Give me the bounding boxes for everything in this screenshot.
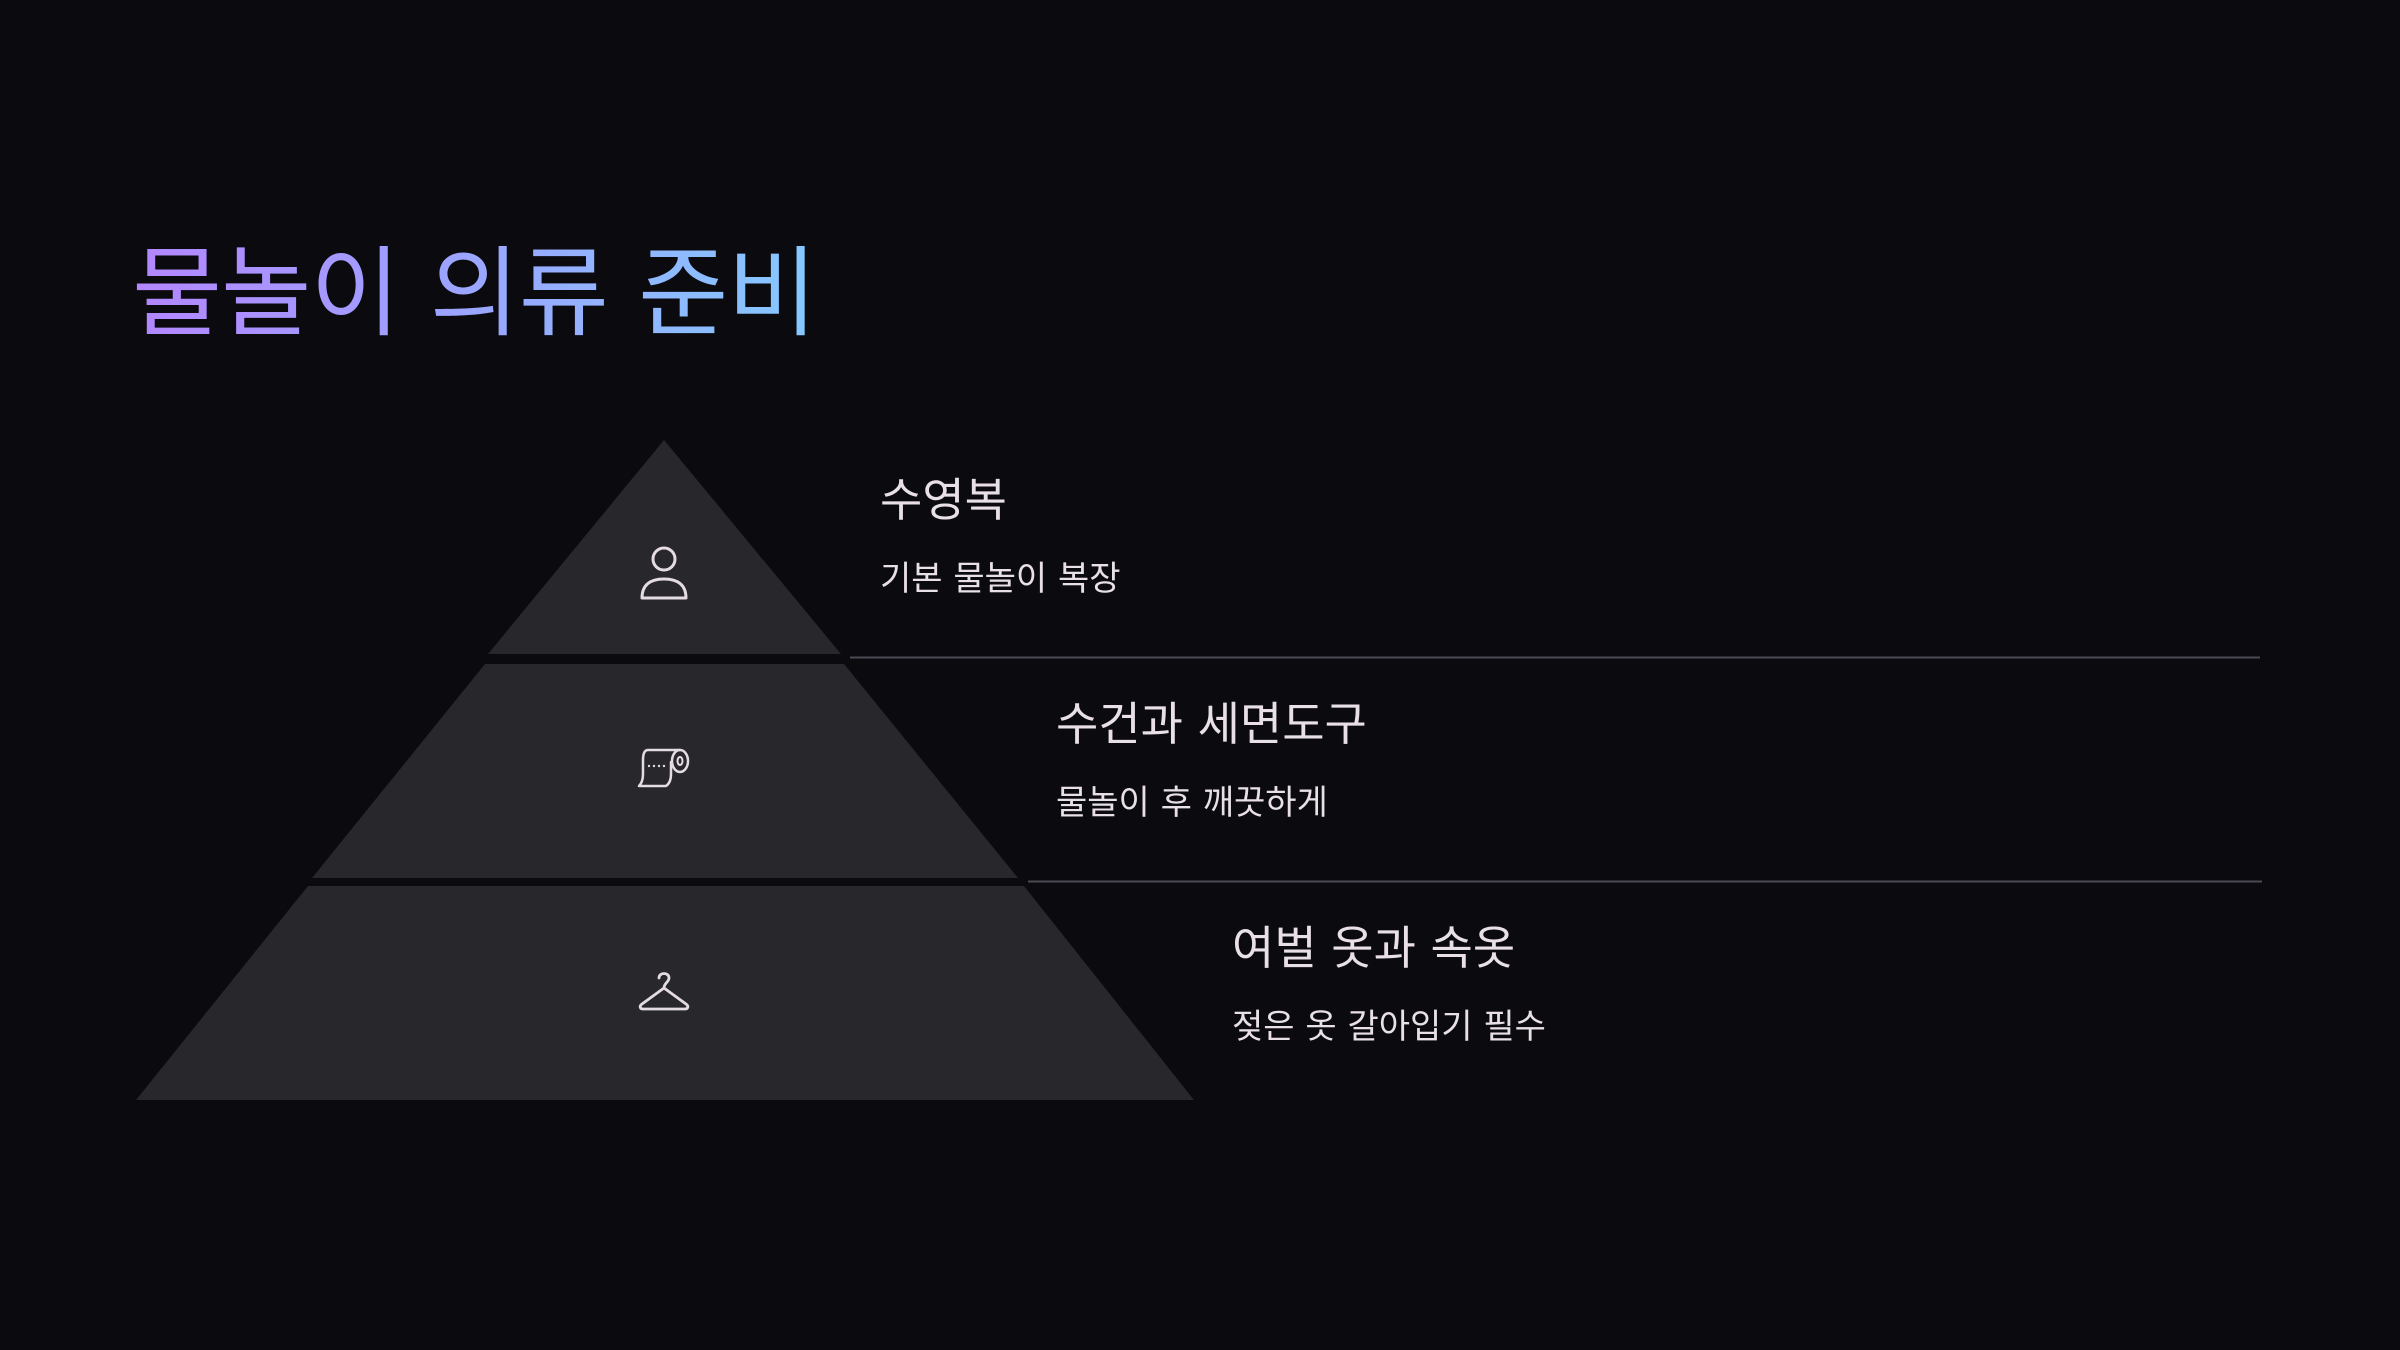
hanger-icon	[638, 972, 690, 1011]
tier-1-subtitle: 기본 물놀이 복장	[880, 559, 1121, 599]
tier-2-label: 수건과 세면도구 물놀이 후 깨끗하게	[1056, 696, 1367, 824]
pyramid-tier-2	[312, 664, 1018, 878]
page-title: 물놀이 의류 준비	[132, 236, 817, 354]
tier-2-heading: 수건과 세면도구	[1056, 697, 1367, 751]
tier-1-heading: 수영복	[880, 473, 1007, 527]
tier-1-label: 수영복 기본 물놀이 복장	[880, 472, 1121, 600]
person-icon	[640, 546, 688, 600]
tier-3-subtitle: 젖은 옷 갈아입기 필수	[1232, 1007, 1546, 1047]
tier-3-label: 여벌 옷과 속옷 젖은 옷 갈아입기 필수	[1232, 920, 1546, 1048]
tier-2-subtitle: 물놀이 후 깨끗하게	[1056, 783, 1328, 823]
pyramid-tier-3	[136, 886, 1194, 1100]
toilet-paper-roll-icon	[637, 748, 690, 788]
tier-3-heading: 여벌 옷과 속옷	[1232, 921, 1516, 975]
